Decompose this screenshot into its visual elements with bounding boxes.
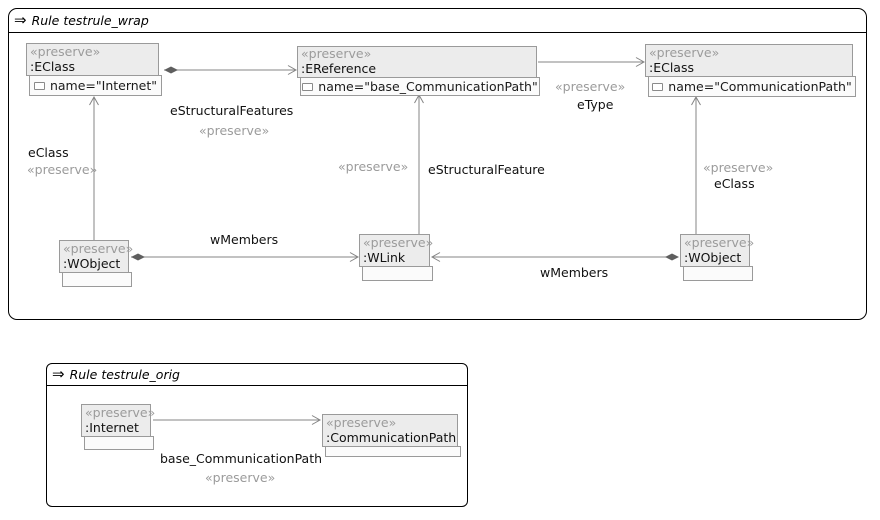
edge-stereotype-eclass-left[interactable]: «preserve» xyxy=(27,162,98,177)
edge-base-communicationpath[interactable] xyxy=(153,415,322,425)
containment-diamond xyxy=(665,253,679,261)
empty-compartment xyxy=(325,446,461,457)
attribute-label: name="CommunicationPath" xyxy=(668,79,852,94)
node-type-label: :EReference xyxy=(301,61,377,76)
edge-label-etype[interactable]: eType xyxy=(577,97,614,112)
node-wobject-right[interactable]: «preserve» :WObject xyxy=(680,234,755,281)
arrowhead xyxy=(430,252,441,262)
node-eclass-communicationpath[interactable]: «preserve» :EClass name="CommunicationPa… xyxy=(645,44,856,97)
node-header: «preserve» :Internet xyxy=(81,404,156,437)
arrowhead xyxy=(89,95,99,106)
edge-label-base-communicationpath[interactable]: base_CommunicationPath xyxy=(160,451,323,466)
attribute-icon xyxy=(652,82,664,91)
edge-stereotype-estructuralfeature[interactable]: «preserve» xyxy=(338,159,409,174)
attribute-row[interactable]: name="Internet" xyxy=(29,75,162,96)
arrowhead xyxy=(349,252,360,262)
edge-stereotype-etype[interactable]: «preserve» xyxy=(555,79,626,94)
node-header: «preserve» :WLink xyxy=(359,234,434,267)
rule-arrow-icon: ⇒ xyxy=(52,365,65,383)
node-wlink[interactable]: «preserve» :WLink xyxy=(359,234,434,281)
attribute-label: name="Internet" xyxy=(49,78,158,93)
node-header: «preserve» :EClass xyxy=(645,44,853,77)
arrowhead xyxy=(691,95,701,106)
edge-label-eclass-right[interactable]: eClass xyxy=(714,176,755,191)
node-type-label: :WObject xyxy=(684,250,742,265)
node-type-label: :WLink xyxy=(363,250,406,265)
node-wobject-left[interactable]: «preserve» :WObject xyxy=(59,240,134,287)
edge-eclass-left[interactable] xyxy=(89,95,99,240)
edge-stereotype-estructuralfeatures[interactable]: «preserve» xyxy=(199,123,270,138)
edge-label-wmembers-right[interactable]: wMembers xyxy=(540,265,609,280)
rule-panel-testrule-wrap[interactable]: ⇒ Rule testrule_wrap xyxy=(8,8,867,320)
edge-estructuralfeatures[interactable] xyxy=(164,65,298,75)
attribute-icon xyxy=(33,81,45,90)
containment-diamond xyxy=(131,253,145,261)
edge-label-estructuralfeature[interactable]: eStructuralFeature xyxy=(428,162,545,177)
attribute-label: name="base_CommunicationPath" xyxy=(318,79,538,94)
stereotype-label: «preserve» xyxy=(684,235,755,250)
edge-eclass-right[interactable] xyxy=(691,95,701,234)
node-type-label: :CommunicationPath xyxy=(326,430,457,445)
node-header: «preserve» :EReference xyxy=(297,46,537,78)
rule-header[interactable]: ⇒ Rule testrule_orig xyxy=(47,364,467,386)
stereotype-label: «preserve» xyxy=(30,44,101,59)
node-type-label: :Internet xyxy=(85,420,139,435)
node-eclass-internet[interactable]: «preserve» :EClass name="Internet" xyxy=(26,43,162,96)
edge-stereotype-base-communicationpath[interactable]: «preserve» xyxy=(205,470,276,485)
edge-label-estructuralfeatures[interactable]: eStructuralFeatures xyxy=(170,103,294,118)
attribute-row[interactable]: name="CommunicationPath" xyxy=(648,76,856,97)
node-internet[interactable]: «preserve» :Internet xyxy=(81,404,156,450)
attribute-row[interactable]: name="base_CommunicationPath" xyxy=(300,77,540,96)
node-type-label: :EClass xyxy=(30,59,75,74)
node-header: «preserve» :EClass xyxy=(26,43,159,76)
node-ereference[interactable]: «preserve» :EReference name="base_Commun… xyxy=(297,46,540,96)
empty-compartment xyxy=(683,266,753,281)
stereotype-label: «preserve» xyxy=(363,235,434,250)
arrowhead xyxy=(311,415,322,425)
edge-estructuralfeature[interactable] xyxy=(414,93,424,234)
attribute-icon xyxy=(302,82,314,91)
rule-header[interactable]: ⇒ Rule testrule_wrap xyxy=(9,9,866,33)
stereotype-label: «preserve» xyxy=(649,45,720,60)
node-header: «preserve» :CommunicationPath xyxy=(322,414,458,447)
rule-panel-testrule-orig[interactable]: ⇒ Rule testrule_orig xyxy=(46,363,468,507)
edge-stereotype-eclass-right[interactable]: «preserve» xyxy=(703,160,774,175)
empty-compartment xyxy=(362,266,433,281)
empty-compartment xyxy=(84,436,154,450)
node-communicationpath[interactable]: «preserve» :CommunicationPath xyxy=(322,414,461,457)
stereotype-label: «preserve» xyxy=(326,415,397,430)
edge-wmembers-left[interactable] xyxy=(131,252,360,262)
node-header: «preserve» :WObject xyxy=(680,234,755,267)
edge-label-wmembers-left[interactable]: wMembers xyxy=(210,232,279,247)
rule-title: Rule testrule_orig xyxy=(69,367,180,382)
edge-label-eclass-left[interactable]: eClass xyxy=(28,145,69,160)
containment-diamond xyxy=(164,66,178,74)
edge-wmembers-right[interactable] xyxy=(430,252,679,262)
arrowhead xyxy=(287,65,298,75)
node-header: «preserve» :WObject xyxy=(59,240,134,273)
stereotype-label: «preserve» xyxy=(85,405,156,420)
node-type-label: :EClass xyxy=(649,60,694,75)
rule-title: Rule testrule_wrap xyxy=(31,13,149,28)
empty-compartment xyxy=(62,272,132,287)
stereotype-label: «preserve» xyxy=(63,241,134,256)
edge-etype[interactable] xyxy=(538,57,646,67)
arrowhead xyxy=(635,57,646,67)
node-type-label: :WObject xyxy=(63,256,121,271)
stereotype-label: «preserve» xyxy=(301,46,372,61)
rule-arrow-icon: ⇒ xyxy=(14,11,27,29)
